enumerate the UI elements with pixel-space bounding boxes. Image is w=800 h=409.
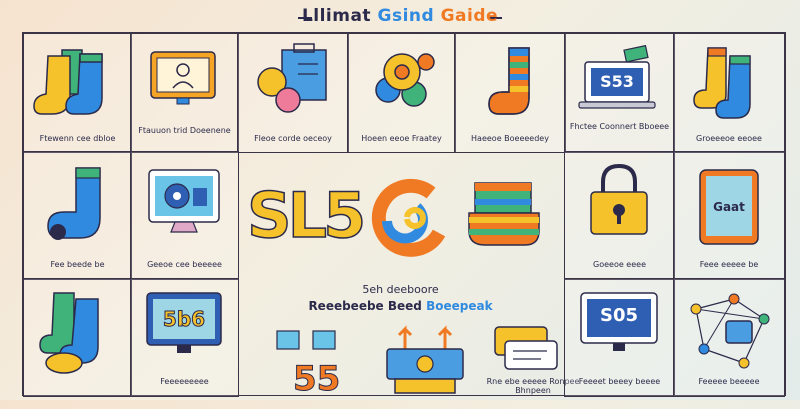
caption: Feeeee beeeee xyxy=(698,377,760,386)
caption: Goeeoe eeee xyxy=(593,260,646,269)
tile-flower-gear: Hoeen eeoe Fraatey xyxy=(347,33,456,153)
center-tagline-dark: Reeebeebe Beed xyxy=(308,299,422,313)
folder-bag-icon xyxy=(257,43,327,113)
center-subtitle: 5eh deeboore xyxy=(362,283,439,296)
tile-laptop-counter: S53 Fhctee Coonnert Bboeee xyxy=(564,33,675,153)
infographic-grid: Ftewenn cee dbloe Ftauuon trid Doeenene … xyxy=(22,32,786,400)
page-title: Lllimat Gsind Gaide xyxy=(0,6,800,26)
big-number-bottom: 55 xyxy=(292,359,341,400)
caption: Fhctee Coonnert Bboeee xyxy=(569,122,670,131)
network-graph-icon xyxy=(690,293,770,369)
center-panel: SL5 5eh deeboore Reeebeebe Beed Boeepeak… xyxy=(237,151,564,400)
flower-gear-icon xyxy=(375,53,435,107)
title-rule-left xyxy=(298,17,312,19)
center-tagline: Reeebeebe Beed Boeepeak xyxy=(237,299,564,313)
monitor-screen-readout: 5b6 xyxy=(162,307,206,332)
tile-sock-5 xyxy=(23,278,132,397)
tile-sock-2: Haeeoe Boeeeedey xyxy=(454,33,566,153)
monitor-screen-readout: S05 xyxy=(599,305,638,326)
tile-tablet: Gaat Feee eeeee be xyxy=(673,151,785,280)
upload-machine-icon xyxy=(386,325,464,394)
sock-pair-icon xyxy=(39,292,99,374)
caption: Feee eeeee be xyxy=(699,260,759,269)
caption: Hoeen eeoe Fraatey xyxy=(361,134,442,143)
tile-profile-monitor: Ftauuon trid Doeenene xyxy=(130,33,239,153)
caption: Ftewenn cee dbloe xyxy=(39,134,116,143)
caption: Groeeeoe eeoee xyxy=(696,134,762,143)
caption: Ftauuon trid Doeenene xyxy=(138,126,231,135)
caption: Geeoe cee beeeee xyxy=(147,260,222,269)
tile-padlock: Goeeoe eeee xyxy=(564,151,675,280)
tile-folder-bag: Fleoe corde oeceoy xyxy=(237,33,349,153)
profile-monitor-icon xyxy=(150,51,216,105)
sock-pair-icon xyxy=(693,47,751,119)
caption: Feeeeeeeee xyxy=(160,377,209,386)
tile-sock-3: Groeeeoe eeoee xyxy=(673,33,785,153)
tablet-icon xyxy=(699,169,759,245)
big-number-left: SL5 xyxy=(246,178,367,253)
caption: Feeeet beeey beeee xyxy=(578,377,661,386)
center-bottom-caption: Rne ebe eeeee Ronpee Bhnpeen xyxy=(486,377,580,395)
laptop-screen-readout: S53 xyxy=(600,72,634,91)
tablet-screen-readout: Gaat xyxy=(713,200,745,214)
sock-icon xyxy=(47,167,101,240)
tile-sock-4: Fee beede be xyxy=(23,151,132,280)
monitor-icon xyxy=(580,292,658,351)
sock-stack-icon xyxy=(468,182,540,246)
title-word-2: Gsind xyxy=(377,6,435,26)
tile-monitor-code: 5b6 Feeeeeeeee xyxy=(130,278,239,397)
tile-network: Feeeee beeeee xyxy=(673,278,785,397)
tag-box-icon xyxy=(276,330,336,350)
center-tagline-blue: Boeepeak xyxy=(426,299,493,313)
chat-bubbles-icon xyxy=(494,326,558,370)
monitor-icon xyxy=(146,292,222,353)
title-rule-right xyxy=(488,17,502,19)
caption: Fleoe corde oeceoy xyxy=(254,134,332,143)
padlock-icon xyxy=(590,163,648,235)
caption: Fee beede be xyxy=(50,260,105,269)
tile-sock-1: Ftewenn cee dbloe xyxy=(23,33,132,153)
caption: Haeeoe Boeeeedey xyxy=(471,134,549,143)
laptop-icon xyxy=(578,44,656,109)
monitor-disc-icon xyxy=(148,169,220,233)
sock-icon xyxy=(33,49,103,115)
title-word-3: Gaide xyxy=(440,6,499,26)
title-word-1: Lllimat xyxy=(301,6,372,26)
tile-monitor-counter: S05 Feeeet beeey beeee xyxy=(564,278,675,397)
swirl-logo-icon xyxy=(371,178,446,257)
tile-monitor-disc: Geeoe cee beeeee xyxy=(130,151,239,280)
striped-sock-icon xyxy=(488,47,530,115)
